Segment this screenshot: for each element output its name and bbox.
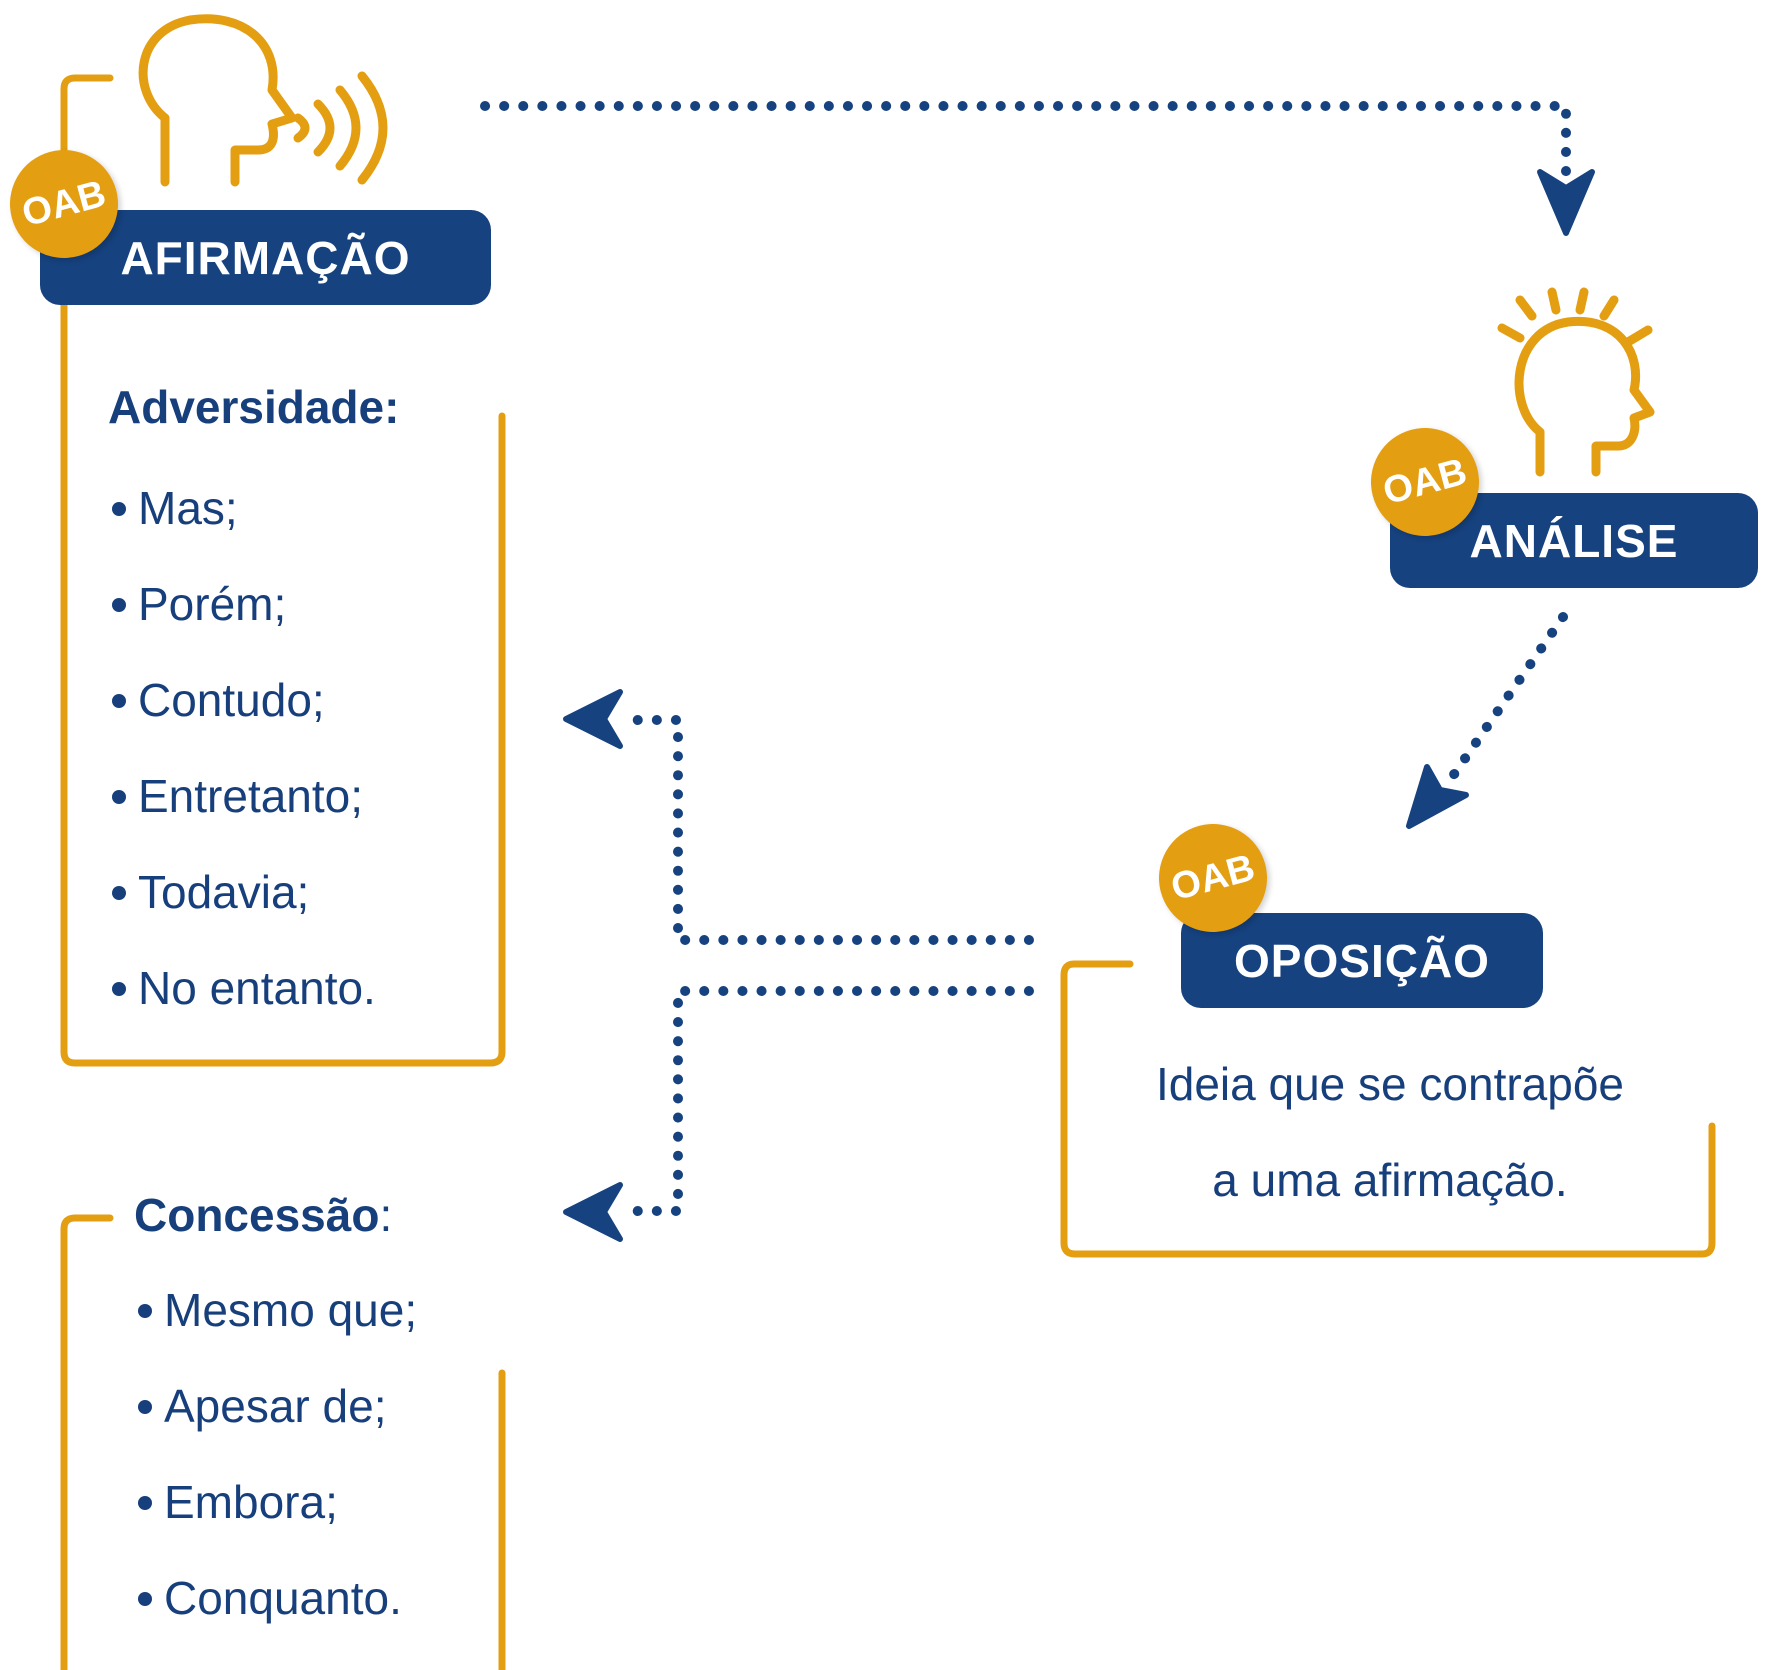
list-item: Apesar de; xyxy=(138,1358,417,1454)
adversidade-list: Mas; Porém; Contudo; Entretanto; Todavia… xyxy=(112,460,376,1036)
list-item: Todavia; xyxy=(112,844,376,940)
arrow-left-adversidade xyxy=(563,689,623,749)
bullet-icon xyxy=(138,1495,152,1510)
bullet-icon xyxy=(112,885,126,900)
bullet-icon xyxy=(112,693,126,708)
afirmacao-frame-left xyxy=(60,74,506,1067)
concessao-list: Mesmo que; Apesar de; Embora; Conquanto. xyxy=(138,1262,417,1646)
connector-oposicao-to-adversidade xyxy=(615,715,1034,945)
list-item: Contudo; xyxy=(112,652,376,748)
speaking-head-icon xyxy=(138,14,388,187)
connector-afirmacao-to-analise xyxy=(480,101,1571,179)
bullet-icon xyxy=(112,981,126,996)
afirmacao-title: AFIRMAÇÃO xyxy=(40,210,491,305)
oposicao-description-line2: a uma afirmação. xyxy=(1212,1154,1568,1206)
bullet-icon xyxy=(112,789,126,804)
oposicao-frame xyxy=(1060,960,1716,1258)
list-item: No entanto. xyxy=(112,940,376,1036)
list-item: Embora; xyxy=(138,1454,417,1550)
list-item: Entretanto; xyxy=(112,748,376,844)
connector-analise-to-oposicao xyxy=(1443,612,1568,788)
adversidade-heading: Adversidade: xyxy=(108,381,400,433)
arrow-diag-oposicao xyxy=(1406,764,1469,829)
oposicao-title: OPOSIÇÃO xyxy=(1181,913,1543,1008)
bullet-icon xyxy=(112,501,126,516)
bullet-icon xyxy=(138,1399,152,1414)
concessao-heading: Concessão: xyxy=(134,1189,393,1241)
bullet-icon xyxy=(112,597,126,612)
concessao-frame xyxy=(60,1214,114,1670)
connector-oposicao-to-concessao xyxy=(615,986,1034,1216)
list-item: Mas; xyxy=(112,460,376,556)
list-item: Conquanto. xyxy=(138,1550,417,1646)
arrow-down-analise xyxy=(1537,169,1595,236)
arrow-left-concessao xyxy=(563,1182,623,1242)
bullet-icon xyxy=(138,1303,152,1318)
bullet-icon xyxy=(138,1591,152,1606)
list-item: Mesmo que; xyxy=(138,1262,417,1358)
list-item: Porém; xyxy=(112,556,376,652)
oposicao-description-line1: Ideia que se contrapõe xyxy=(1155,1058,1625,1110)
thinking-head-icon xyxy=(1497,287,1655,477)
